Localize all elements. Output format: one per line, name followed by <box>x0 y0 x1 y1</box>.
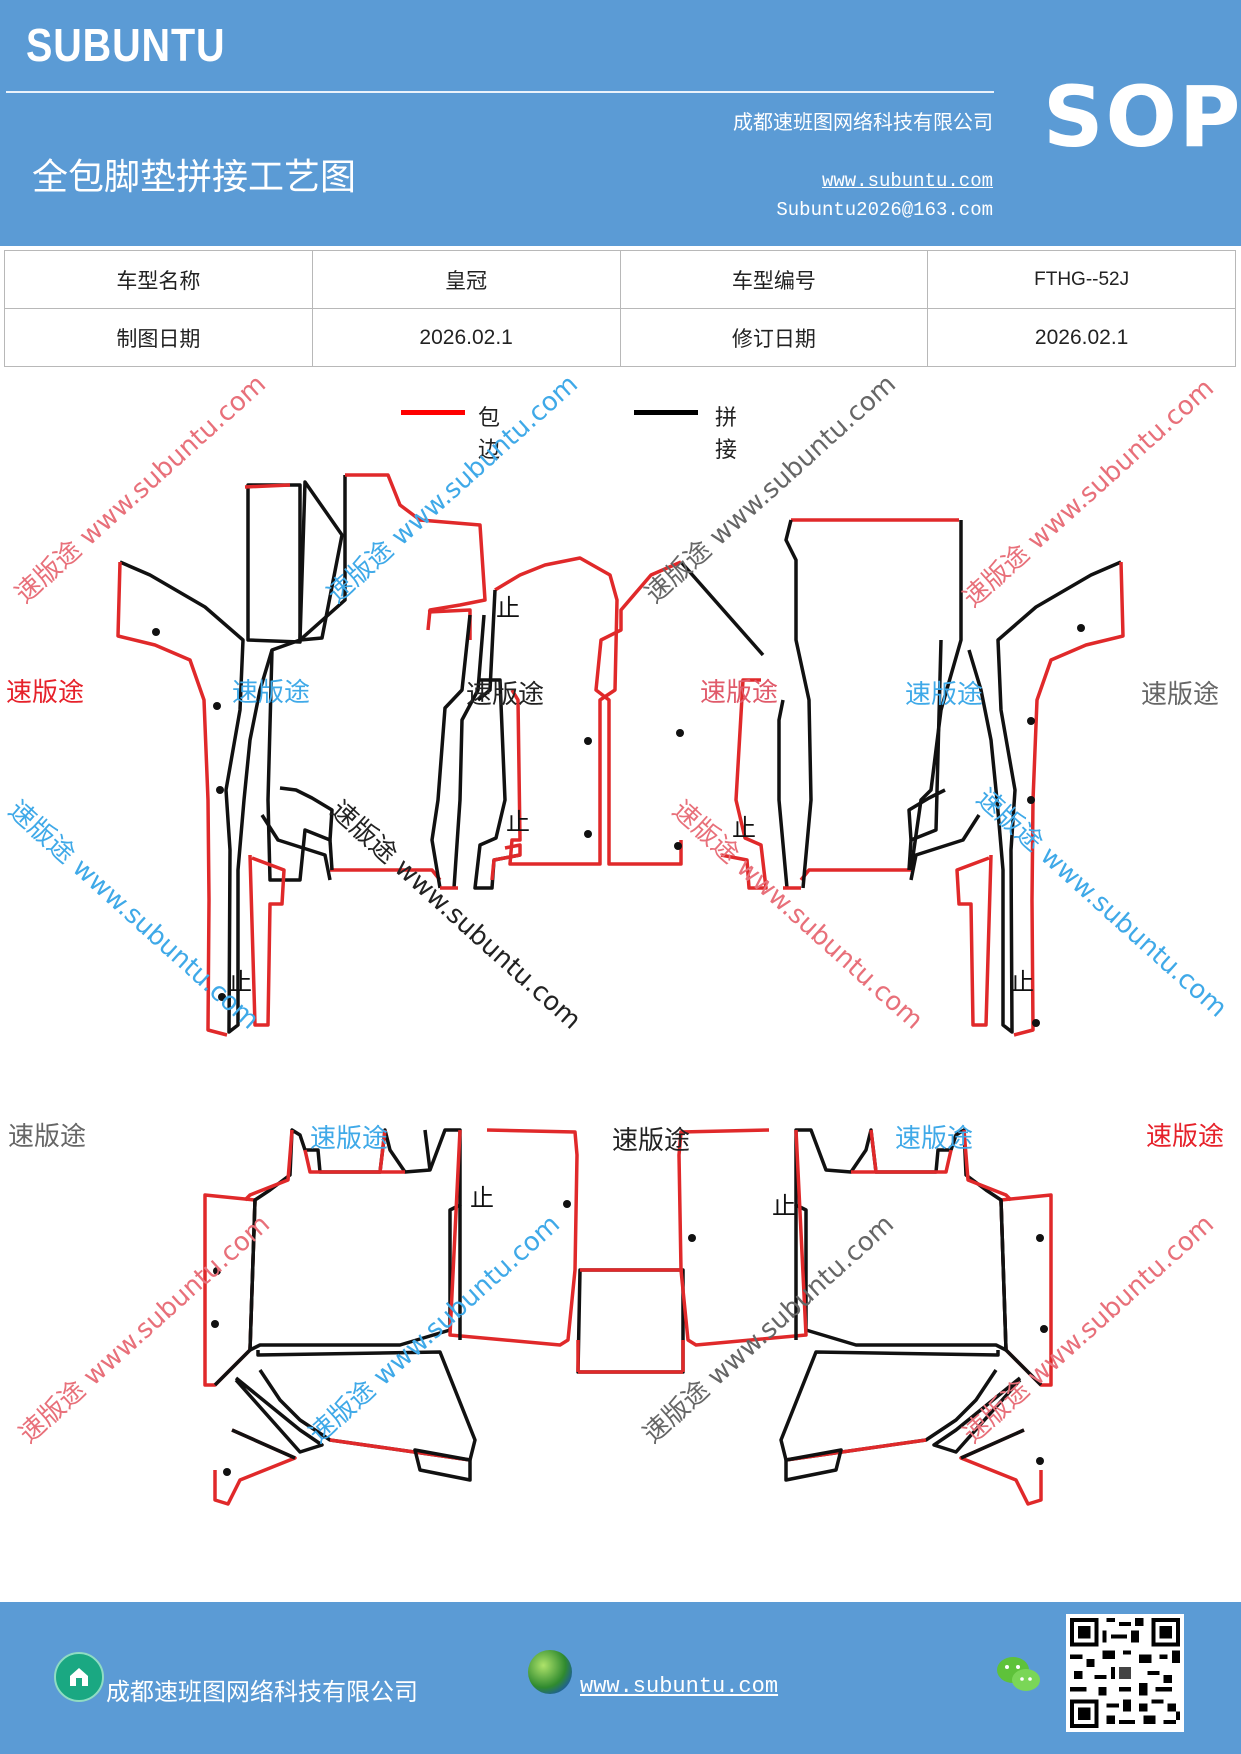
dot <box>1032 1019 1040 1027</box>
table-row: 车型名称 皇冠 车型编号 FTHG--52J <box>4 250 1236 309</box>
value-draw-date: 2026.02.1 <box>311 308 621 367</box>
dot <box>1077 624 1085 632</box>
brand-label: 速版途 <box>612 1126 691 1156</box>
dot <box>1036 1457 1044 1465</box>
value-revise-date: 2026.02.1 <box>927 308 1236 367</box>
dot <box>152 628 160 636</box>
dot <box>223 1468 231 1476</box>
stop-marker: 止 <box>732 814 756 842</box>
footer-company-name: 成都速班图网络科技有限公司 <box>106 1678 418 1706</box>
dot <box>676 729 684 737</box>
brand-label: 速版途 <box>310 1124 389 1154</box>
brand-logo: SUBUNTU <box>26 19 226 71</box>
floor-mat-drawing: 止 止 止 止 止 止 止 速版途 速版途 速版途 速版途 速版途 速版途 速版… <box>0 330 1241 1590</box>
label-model-code: 车型编号 <box>619 250 929 309</box>
dot <box>213 702 221 710</box>
mat-front-left <box>116 473 487 1037</box>
mat-front-right <box>594 518 1125 1037</box>
brand-label: 速版途 <box>466 680 545 710</box>
header-divider <box>6 91 994 93</box>
mat-rear-left <box>203 1128 579 1506</box>
stop-marker: 止 <box>506 808 530 836</box>
wechat-icon <box>996 1654 1042 1700</box>
dot <box>1040 1325 1048 1333</box>
home-icon <box>54 1652 104 1702</box>
value-model-code: FTHG--52J <box>927 250 1236 309</box>
company-name: 成都速班图网络科技有限公司 <box>733 110 993 134</box>
mat-front-center-left <box>427 608 522 890</box>
dot <box>216 786 224 794</box>
stop-marker: 止 <box>772 1192 796 1220</box>
legend-swatch-edge <box>401 410 465 415</box>
dot <box>1036 1234 1044 1242</box>
mat-outline-svg <box>116 473 1125 1506</box>
stop-marker: 止 <box>228 968 252 996</box>
mat-rear-right <box>677 1128 1053 1506</box>
table-row: 制图日期 2026.02.1 修订日期 2026.02.1 <box>4 308 1236 367</box>
stop-marker: 止 <box>470 1184 494 1212</box>
brand-label: 速版途 <box>6 678 85 708</box>
page-title: 全包脚垫拼接工艺图 <box>32 157 357 198</box>
legend-label-seam: 拼接 <box>715 406 738 463</box>
dot <box>688 1234 696 1242</box>
value-model-name: 皇冠 <box>311 250 621 309</box>
brand-label: 速版途 <box>905 680 984 710</box>
brand-label: 速版途 <box>8 1122 87 1152</box>
dot <box>584 737 592 745</box>
dot <box>218 993 226 1001</box>
label-revise-date: 修订日期 <box>619 308 929 367</box>
dot <box>674 842 682 850</box>
dot <box>211 1320 219 1328</box>
dot <box>584 830 592 838</box>
dot <box>213 1267 221 1275</box>
fastener-dots <box>152 624 1085 1476</box>
mat-rear-center <box>576 1268 685 1374</box>
vehicle-info-table: 车型名称 皇冠 车型编号 FTHG--52J 制图日期 2026.02.1 修订… <box>4 250 1236 367</box>
dot <box>563 1200 571 1208</box>
qr-code <box>1066 1614 1184 1732</box>
footer-website-link[interactable]: www.subuntu.com <box>580 1674 779 1699</box>
stop-marker: 止 <box>1010 968 1034 996</box>
label-draw-date: 制图日期 <box>4 308 313 367</box>
legend-swatch-seam <box>634 410 698 415</box>
stop-marker: 止 <box>496 594 520 622</box>
email-address: Subuntu2026@163.com <box>776 199 993 221</box>
dot <box>1027 796 1035 804</box>
brand-label: 速版途 <box>700 678 779 708</box>
label-model-name: 车型名称 <box>4 250 313 309</box>
dot <box>1027 717 1035 725</box>
website-link[interactable]: www.subuntu.com <box>821 170 993 192</box>
mat-front-right-center <box>476 556 619 866</box>
globe-icon <box>528 1650 572 1694</box>
brand-label: 速版途 <box>895 1124 974 1154</box>
wechat-icon-glyph <box>997 1657 1040 1691</box>
brand-label: 速版途 <box>232 678 311 708</box>
qr-code-glyph <box>1070 1618 1180 1728</box>
footer-banner: 成都速班图网络科技有限公司 www.subuntu.com <box>0 1602 1241 1754</box>
brand-label: 速版途 <box>1141 680 1220 710</box>
brand-label: 速版途 <box>1146 1122 1225 1152</box>
sop-badge: SOP <box>1043 68 1241 166</box>
home-icon-glyph <box>70 1668 88 1686</box>
header-banner: SUBUNTU 成都速班图网络科技有限公司 全包脚垫拼接工艺图 www.subu… <box>0 0 1241 246</box>
legend-label-edge: 包边 <box>478 406 501 463</box>
